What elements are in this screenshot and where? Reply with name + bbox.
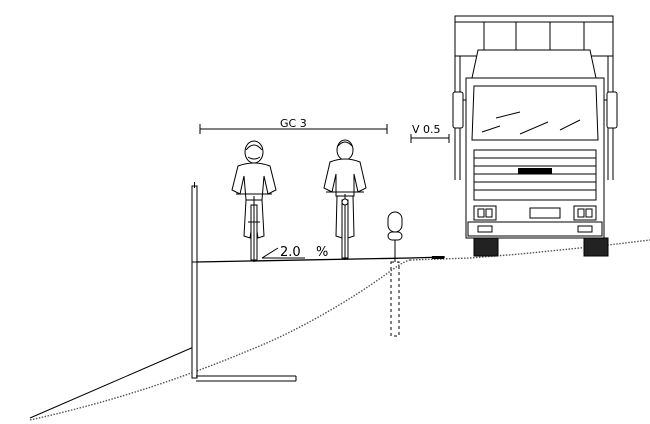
slope-value: 2.0 [280, 245, 301, 260]
shoulder-ground [409, 239, 650, 261]
cyclist-back-view [323, 139, 367, 260]
ground-profile [29, 259, 411, 421]
width-dimension [199, 124, 388, 134]
clearance-dimension [410, 134, 450, 143]
width-label: GC 3 [280, 117, 307, 130]
cyclist-front-view [231, 140, 277, 262]
slope-unit: % [316, 245, 328, 260]
bollard [387, 211, 403, 337]
left-wall [191, 182, 297, 382]
truck-front-view [452, 15, 618, 257]
clearance-label: V 0.5 [412, 123, 441, 136]
embankment-slope-line [29, 345, 197, 419]
edge-marking [432, 256, 444, 259]
slope-indicator [261, 247, 305, 259]
